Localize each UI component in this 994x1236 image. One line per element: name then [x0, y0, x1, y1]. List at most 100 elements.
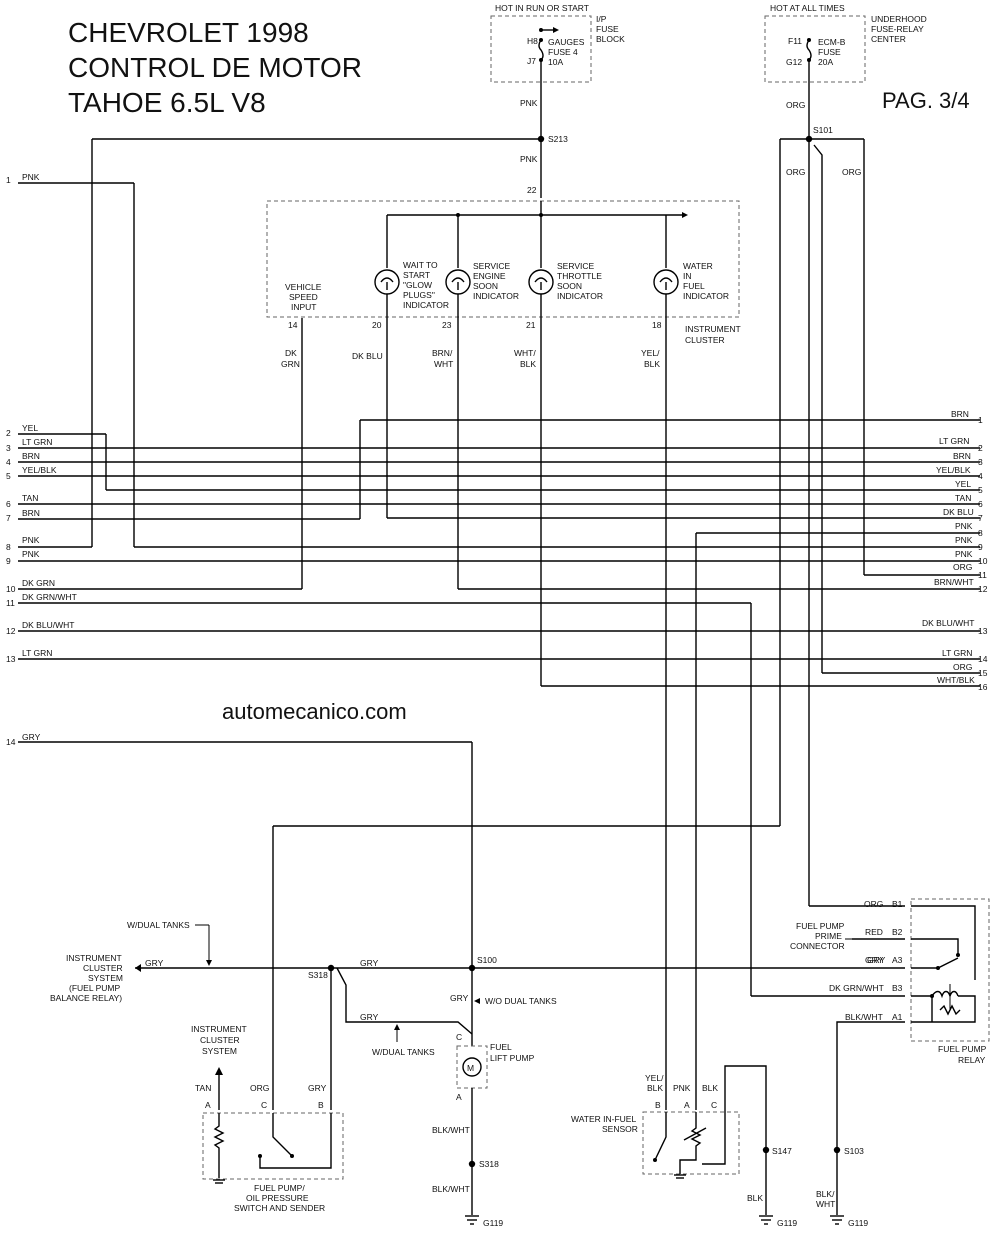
left-color-8: PNK: [22, 535, 40, 545]
relay-pin-b1: B1: [892, 899, 903, 909]
ground-g119-b-icon: [759, 1215, 773, 1225]
wif-wire-2: BLK: [647, 1083, 663, 1093]
sender-wire-org: ORG: [250, 1083, 269, 1093]
left-color-3: LT GRN: [22, 437, 52, 447]
instrument-cluster: INSTRUMENT CLUSTER VEHICLE: [266, 200, 741, 345]
gry-right: GRY: [867, 955, 886, 965]
left-connector: 1 PNK 2 YEL 3 LT GRN 4 BRN 5 YEL/BLK 6 T…: [6, 172, 77, 747]
left-color-4: BRN: [22, 451, 40, 461]
relay-color-b3: DK GRN/WHT: [829, 983, 884, 993]
prime-conn-1: FUEL PUMP: [796, 921, 845, 931]
dest-line2: CLUSTER: [83, 963, 123, 973]
splice-s103-label: S103: [844, 1146, 864, 1156]
s101-branch-left: ORG: [786, 167, 805, 177]
uh-center-line3: CENTER: [871, 34, 906, 44]
ind4-wire-1: YEL/: [641, 348, 660, 358]
ind2-line3: SOON: [473, 281, 498, 291]
relay-color-a1: BLK/WHT: [845, 1012, 883, 1022]
wif-name-1: WATER IN-FUEL: [571, 1114, 636, 1124]
ip-pin-bottom: J7: [527, 56, 536, 66]
right-color-9: PNK: [955, 535, 973, 545]
uh-pin-bottom: G12: [786, 57, 802, 67]
ip-fuse-line3: 10A: [548, 57, 563, 67]
left-color-1: PNK: [22, 172, 40, 182]
blk-wht-2: BLK/WHT: [432, 1184, 470, 1194]
vsi-line2: SPEED: [289, 292, 318, 302]
right-num-7: 7: [978, 513, 983, 523]
right-num-9: 9: [978, 542, 983, 552]
lift-pump-line1: FUEL: [490, 1042, 512, 1052]
ip-block-line3: BLOCK: [596, 34, 625, 44]
right-color-12: BRN/WHT: [934, 577, 974, 587]
ic-pin-23: 23: [442, 320, 452, 330]
ground-sender-icon: [213, 1179, 225, 1184]
right-num-15: 15: [978, 668, 988, 678]
speed-wire-1: DK: [285, 348, 297, 358]
fuel-pump-oil-pressure-sender: INSTRUMENT CLUSTER SYSTEM TAN ORG GRY A …: [191, 1024, 344, 1213]
relay-coil-icon: [931, 990, 959, 999]
ind4-line3: FUEL: [683, 281, 705, 291]
right-num-13: 13: [978, 626, 988, 636]
left-color-5: YEL/BLK: [22, 465, 57, 475]
relay-color-b2: RED: [865, 927, 883, 937]
uh-wire-color: ORG: [786, 100, 805, 110]
left-num-9: 9: [6, 556, 11, 566]
ind2-line2: ENGINE: [473, 271, 506, 281]
left-color-12: DK BLU/WHT: [22, 620, 74, 630]
ic-feed-wire: PNK: [520, 154, 538, 164]
sender-name-1: FUEL PUMP/: [254, 1183, 305, 1193]
ind3-line1: SERVICE: [557, 261, 594, 271]
ground-g119-a-icon: [465, 1215, 479, 1225]
dual-tanks-bottom: W/DUAL TANKS: [372, 1047, 435, 1057]
g119-c: G119: [848, 1218, 868, 1228]
ind1-wire: DK BLU: [352, 351, 383, 361]
ip-wire-color: PNK: [520, 98, 538, 108]
right-num-1: 1: [978, 415, 983, 425]
relay-name-1: FUEL PUMP: [938, 1044, 987, 1054]
prime-conn-3: CONNECTOR: [790, 941, 845, 951]
relay-name-2: RELAY: [958, 1055, 986, 1065]
site-watermark: automecanico.com: [222, 699, 407, 724]
vsi-line1: VEHICLE: [285, 282, 322, 292]
gry-left: GRY: [145, 958, 164, 968]
wif-wire-blk: BLK: [702, 1083, 718, 1093]
ind2-wire-1: BRN/: [432, 348, 453, 358]
ip-block-line1: I/P: [596, 14, 607, 24]
dest-line4: (FUEL PUMP: [69, 983, 120, 993]
right-connector: BRN 1 LT GRN 2 BRN 3 YEL/BLK 4 YEL 5 TAN…: [922, 409, 988, 692]
gry-detour: GRY: [360, 1012, 379, 1022]
splice-s147: [762, 1146, 770, 1154]
ic-pin-21: 21: [526, 320, 536, 330]
sender-wire-tan: TAN: [195, 1083, 211, 1093]
left-num-11: 11: [6, 598, 15, 608]
ic-pin-18: 18: [652, 320, 662, 330]
sender-pin-c: C: [261, 1100, 267, 1110]
underhood-fuse-center: HOT AT ALL TIMES UNDERHOOD FUSE-RELAY CE…: [764, 3, 927, 138]
blk-wht-3b: WHT: [816, 1199, 835, 1209]
sender-wire-gry: GRY: [308, 1083, 327, 1093]
lift-pump-line2: LIFT PUMP: [490, 1053, 535, 1063]
lift-pump-pin-a: A: [456, 1092, 462, 1102]
ip-fuse-line1: GAUGES: [548, 37, 585, 47]
ind3-line2: THROTTLE: [557, 271, 602, 281]
right-num-12: 12: [978, 584, 988, 594]
right-num-2: 2: [978, 443, 983, 453]
wif-wire-1: YEL/: [645, 1073, 664, 1083]
left-num-2: 2: [6, 428, 11, 438]
ip-hot-label: HOT IN RUN OR START: [495, 3, 589, 13]
left-color-7: BRN: [22, 508, 40, 518]
relay-color-b1: ORG: [864, 899, 883, 909]
wif-pin-c: C: [711, 1100, 717, 1110]
splice-s318-left-label: S318: [308, 970, 328, 980]
uh-fuse-line2: FUSE: [818, 47, 841, 57]
right-color-3: BRN: [953, 451, 971, 461]
right-color-4: YEL/BLK: [936, 465, 971, 475]
ind1-line1: WAIT TO: [403, 260, 438, 270]
s101-branch-right: ORG: [842, 167, 861, 177]
ind1-line5: INDICATOR: [403, 300, 449, 310]
right-color-13: DK BLU/WHT: [922, 618, 974, 628]
service-throttle-lamp-icon: [528, 269, 554, 295]
right-color-10: PNK: [955, 549, 973, 559]
right-color-5: YEL: [955, 479, 971, 489]
splice-s318-bottom-label: S318: [479, 1159, 499, 1169]
